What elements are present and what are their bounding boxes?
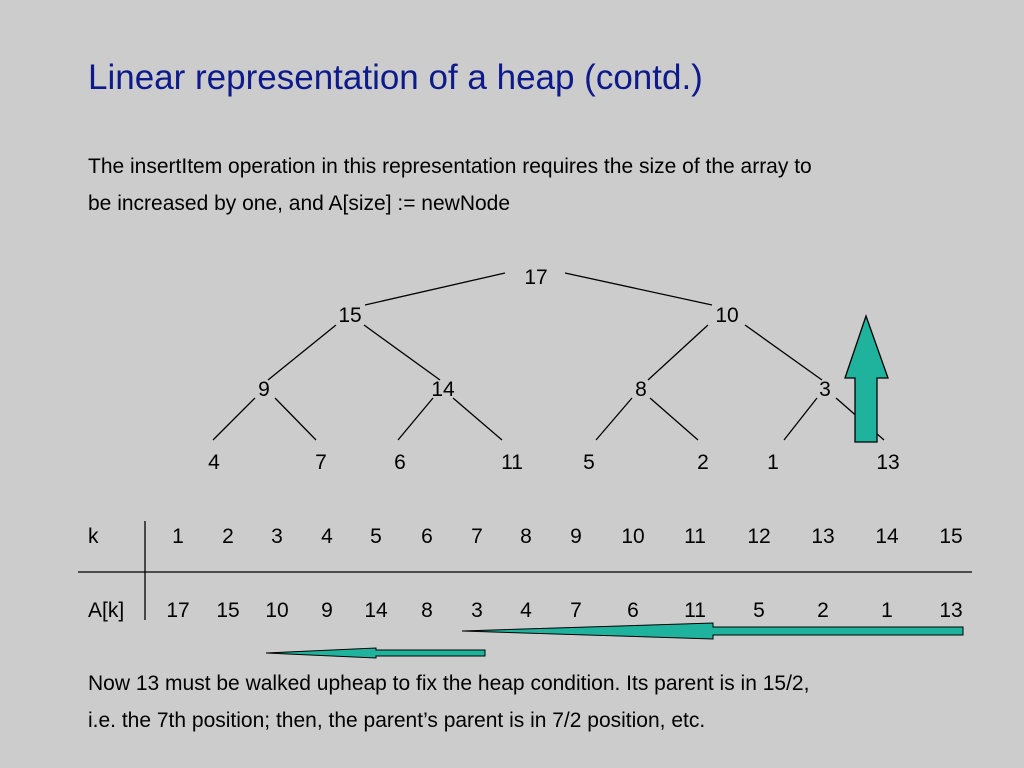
table-k-cell: 5	[370, 525, 382, 548]
tree-edge	[647, 324, 709, 381]
table-k-cell: 11	[684, 525, 706, 548]
intro-paragraph: The insertItem operation in this represe…	[88, 148, 988, 222]
tree-edge	[744, 324, 823, 381]
tree-node: 17	[524, 266, 547, 289]
tree-node: 1	[767, 451, 779, 474]
table-a-cell: 8	[421, 599, 433, 622]
tree-edge	[595, 397, 633, 441]
tree-node: 6	[394, 451, 406, 474]
outro-paragraph: Now 13 must be walked upheap to fix the …	[88, 665, 988, 739]
tree-edge	[212, 397, 256, 441]
tree-node: 10	[715, 304, 738, 327]
tree-edge	[364, 272, 506, 306]
tree-node: 8	[635, 378, 647, 401]
table-a-cell: 9	[321, 599, 333, 622]
table-k-cell: 10	[621, 525, 644, 548]
table-a-cell: 2	[817, 599, 829, 622]
table-a-row: 17 15 10 9 14 8 3 4 7 6 11 5 2 1 13	[166, 599, 962, 622]
tree-nodes: 17 15 10 9 14 8 3 4 7 6 11 5 2 1 13	[208, 266, 900, 474]
table-a-cell: 17	[166, 599, 189, 622]
table-a-cell: 10	[265, 599, 288, 622]
table-k-cell: 2	[222, 525, 234, 548]
table-k-cell: 6	[421, 525, 433, 548]
tree-node: 2	[697, 451, 709, 474]
table-k-cell: 1	[172, 525, 184, 548]
table-k-cell: 15	[939, 525, 962, 548]
tree-node: 4	[208, 451, 220, 474]
outro-line-2: i.e. the 7th position; then, the parent’…	[88, 709, 706, 732]
table-a-cell: 7	[570, 599, 582, 622]
table-k-cell: 8	[520, 525, 532, 548]
table-a-cell: 3	[471, 599, 483, 622]
table-a-cell: 6	[627, 599, 639, 622]
table-k-cell: 12	[747, 525, 770, 548]
outro-line-1: Now 13 must be walked upheap to fix the …	[88, 672, 810, 695]
table-a-cell: 5	[753, 599, 765, 622]
table-a-cell: 14	[364, 599, 388, 622]
tree-edge	[397, 397, 434, 441]
tree-node: 7	[315, 451, 327, 474]
tree-edge	[783, 397, 818, 441]
table-k-cell: 7	[471, 525, 483, 548]
tree-edge	[267, 324, 337, 381]
table-a-cell: 1	[881, 599, 893, 622]
tree-node: 15	[338, 304, 361, 327]
array-walk-arrow	[461, 622, 964, 640]
table-k-cell: 4	[321, 525, 333, 548]
table-k-cell: 3	[271, 525, 283, 548]
tree-edge	[564, 272, 713, 306]
table-k-cell: 14	[875, 525, 899, 548]
tree-edge	[649, 397, 699, 441]
tree-edges	[212, 272, 885, 441]
array-walk-arrow-secondary	[265, 647, 486, 659]
table-a-cell: 15	[216, 599, 239, 622]
table-a-cell: 13	[939, 599, 962, 622]
intro-line-1: The insertItem operation in this represe…	[88, 155, 812, 178]
table-k-label: k	[88, 525, 99, 548]
tree-node: 14	[431, 378, 455, 401]
table-k-cell: 9	[570, 525, 582, 548]
tree-node: 9	[258, 378, 270, 401]
table-a-cell: 11	[684, 599, 706, 622]
tree-node: 3	[819, 378, 831, 401]
table-a-label: A[k]	[88, 599, 124, 622]
tree-edge	[274, 397, 317, 441]
slide-title: Linear representation of a heap (contd.)	[88, 58, 703, 97]
table-k-cell: 13	[811, 525, 834, 548]
tree-node: 5	[583, 451, 595, 474]
tree-node: 13	[876, 451, 899, 474]
intro-line-2: be increased by one, and A[size] := newN…	[88, 192, 511, 215]
tree-edge	[363, 324, 441, 381]
table-a-cell: 4	[520, 599, 532, 622]
tree-node: 11	[501, 451, 523, 474]
upheap-arrow	[844, 314, 889, 443]
tree-edge	[452, 397, 503, 441]
